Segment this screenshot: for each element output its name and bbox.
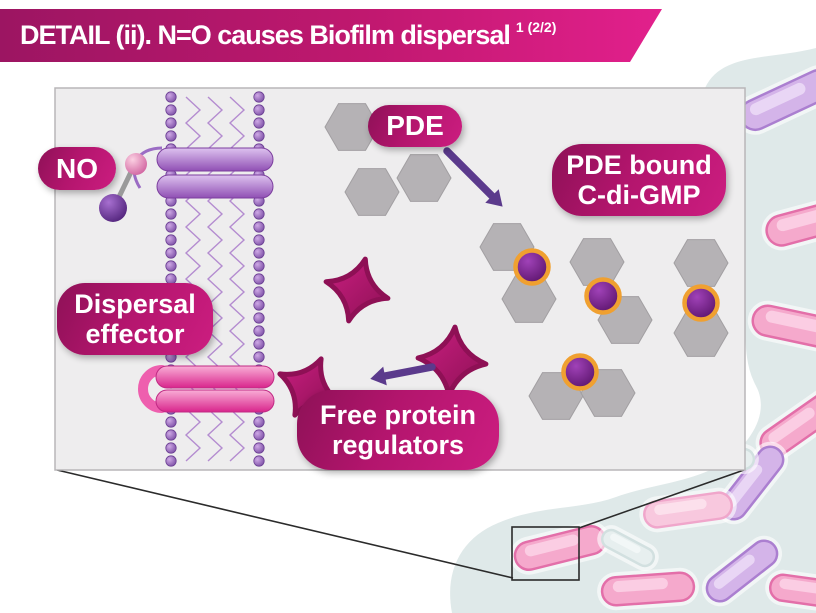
- top-membrane-protein: [156, 147, 274, 199]
- bacterium: [639, 487, 737, 533]
- bacterium: [761, 193, 816, 251]
- label-pde-bound-line1: PDE bound: [566, 149, 712, 180]
- bacterium: [509, 521, 611, 575]
- dispersal-effector-shape: [138, 365, 167, 413]
- bacterium: [701, 535, 783, 607]
- label-dispersal-line2: effector: [85, 319, 185, 349]
- label-free-protein-regulators: Free protein regulators: [297, 390, 499, 470]
- label-dispersal-effector: Dispersal effector: [57, 283, 213, 355]
- nitrogen-atom: [125, 153, 147, 175]
- protein-regulators: [277, 256, 489, 418]
- slide-title-superscript: 1 (2/2): [515, 18, 557, 35]
- label-dispersal-line1: Dispersal: [74, 288, 196, 319]
- no-molecule: [99, 146, 163, 222]
- bacterium: [747, 300, 816, 356]
- oxygen-atom: [99, 194, 127, 222]
- label-no-text: NO: [56, 152, 98, 184]
- bacterium: [597, 525, 659, 571]
- slide-title: DETAIL (ii). N=O causes Biofilm dispersa…: [20, 20, 510, 50]
- label-no: NO: [38, 147, 116, 190]
- bottom-membrane-protein: [138, 365, 275, 413]
- no-bond: [115, 170, 134, 201]
- zoom-indicator: [56, 469, 745, 581]
- label-pde-text: PDE: [386, 110, 444, 142]
- bacterium: [735, 65, 816, 135]
- label-free-line1: Free protein: [319, 399, 477, 430]
- label-pde-bound-line2: C-di-GMP: [577, 180, 701, 210]
- bacterium: [597, 567, 699, 611]
- label-free-line2: regulators: [331, 430, 465, 460]
- bacterium: [765, 569, 816, 613]
- zoom-source-box: [511, 526, 580, 581]
- title-banner: DETAIL (ii). N=O causes Biofilm dispersa…: [0, 9, 662, 62]
- process-arrows: [370, 147, 503, 386]
- label-pde-bound-cdigmp: PDE bound C-di-GMP: [552, 144, 726, 216]
- pde-bound-complexes: [513, 248, 720, 391]
- label-pde: PDE: [368, 105, 462, 147]
